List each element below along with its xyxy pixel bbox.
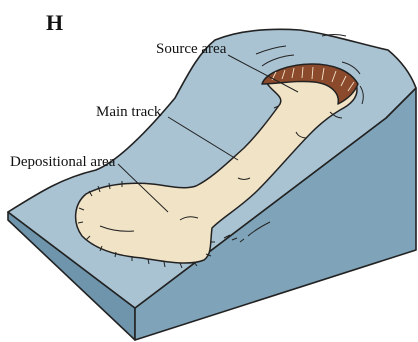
depositional-area-label: Depositional area xyxy=(10,154,116,170)
source-area-label: Source area xyxy=(156,41,227,57)
panel-letter: H xyxy=(46,10,63,35)
main-track-label: Main track xyxy=(96,104,162,120)
